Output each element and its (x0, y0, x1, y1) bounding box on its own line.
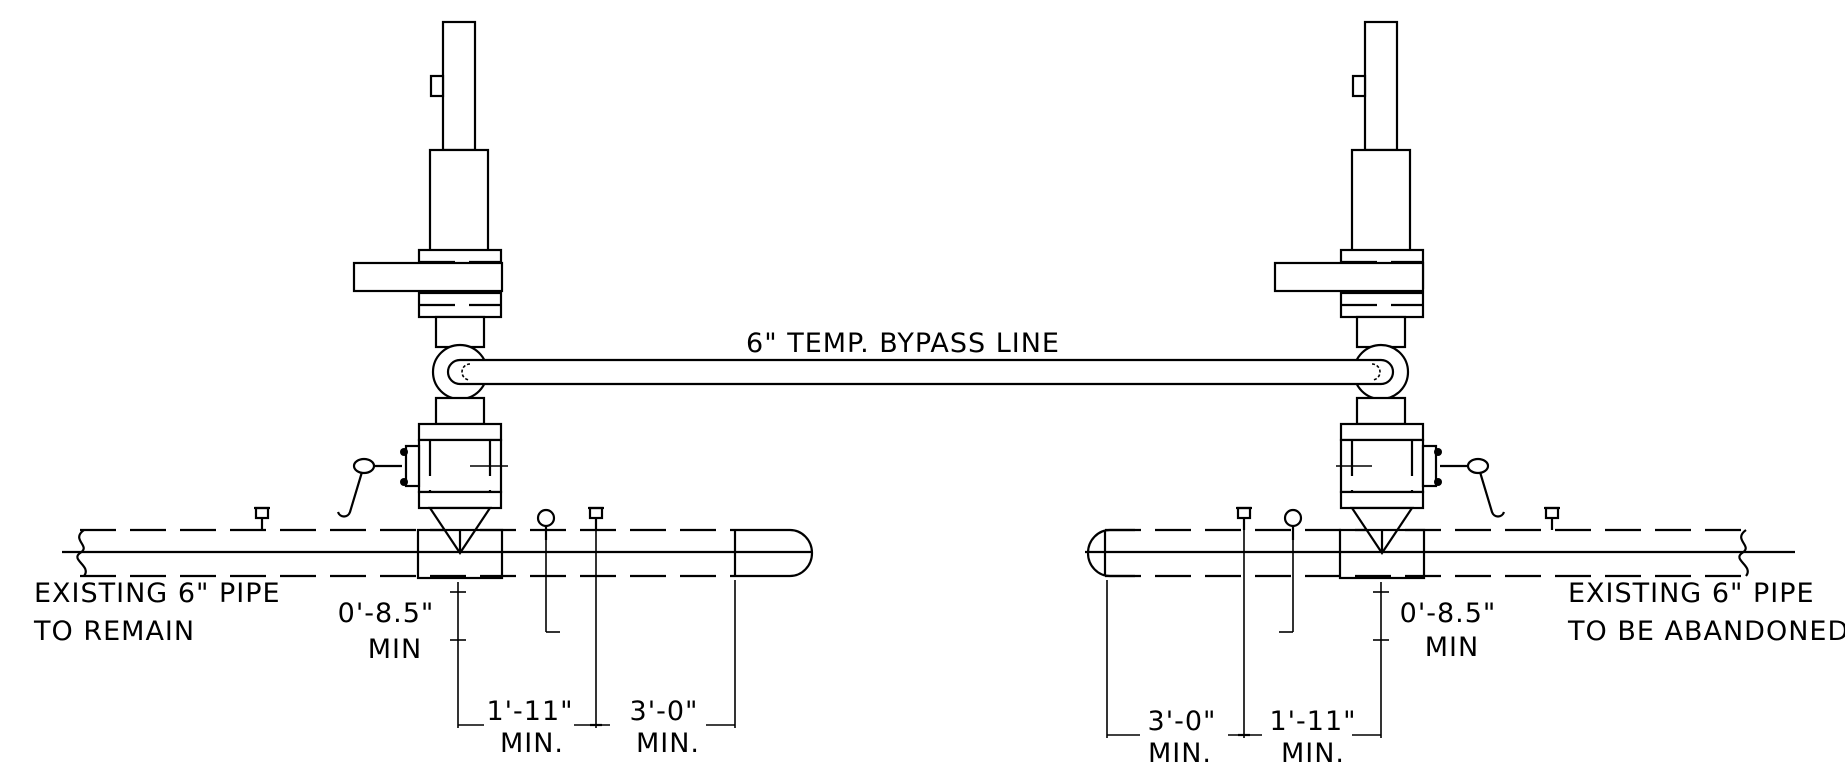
left-valve-handle (336, 457, 402, 518)
left-crank-arm (352, 261, 504, 293)
right-machine-body (1350, 148, 1412, 255)
left-dimension-b: 3'-0" (630, 696, 699, 727)
left-dimension-lines (450, 530, 736, 728)
left-valve-flange-top (417, 422, 503, 442)
left-offset-min: MIN (368, 634, 422, 665)
left-offset-dimension: 0'-8.5" (338, 598, 435, 629)
right-valve-flange-bottom (1339, 490, 1425, 510)
left-stem-upper (441, 20, 477, 152)
right-dimension-b-min: MIN. (1148, 738, 1212, 769)
left-tapping-assembly (254, 20, 604, 580)
right-dimension-lines (1106, 530, 1389, 738)
right-crank-arm (1273, 261, 1425, 293)
left-fitting-3 (536, 508, 556, 540)
left-machine-body (428, 148, 490, 255)
right-valve-handle (1440, 457, 1506, 518)
left-pipe-label-line2: TO REMAIN (33, 616, 195, 647)
right-fitting-1 (1544, 506, 1560, 530)
left-stem-tab (429, 74, 445, 98)
right-dimension-a-min: MIN. (1281, 738, 1345, 769)
right-offset-dimension: 0'-8.5" (1400, 598, 1497, 629)
right-neck (1355, 315, 1407, 349)
right-valve-flange-top (1339, 422, 1425, 442)
left-valve-operator (404, 444, 421, 488)
right-fitting-2 (1236, 506, 1252, 530)
temporary-bypass-line (446, 358, 1395, 386)
left-neck (434, 315, 486, 349)
right-pipe-label-line1: EXISTING 6" PIPE (1568, 578, 1815, 609)
right-stem-upper (1363, 20, 1399, 152)
right-lower-neck (1355, 396, 1407, 426)
right-pipe-label-line2: TO BE ABANDONED (1567, 616, 1845, 647)
right-stem-tab (1351, 74, 1367, 98)
right-dimension-a: 1'-11" (1269, 706, 1356, 737)
left-fitting-1 (254, 506, 270, 530)
left-dimension-a: 1'-11" (486, 696, 573, 727)
right-fitting-3 (1283, 508, 1303, 540)
left-valve-flange-bottom (417, 490, 503, 510)
bypass-line-label: 6" TEMP. BYPASS LINE (746, 328, 1060, 359)
left-lower-neck (434, 396, 486, 426)
left-pipe-label-line1: EXISTING 6" PIPE (34, 578, 281, 609)
right-dimension-b: 3'-0" (1148, 706, 1217, 737)
left-dimension-a-min: MIN. (500, 728, 564, 759)
left-existing-pipe (76, 528, 814, 578)
right-valve-operator (1421, 444, 1438, 488)
left-fitting-2 (588, 506, 604, 530)
right-offset-min: MIN (1425, 632, 1479, 663)
left-dimension-b-min: MIN. (636, 728, 700, 759)
right-tapping-assembly (1236, 20, 1560, 580)
